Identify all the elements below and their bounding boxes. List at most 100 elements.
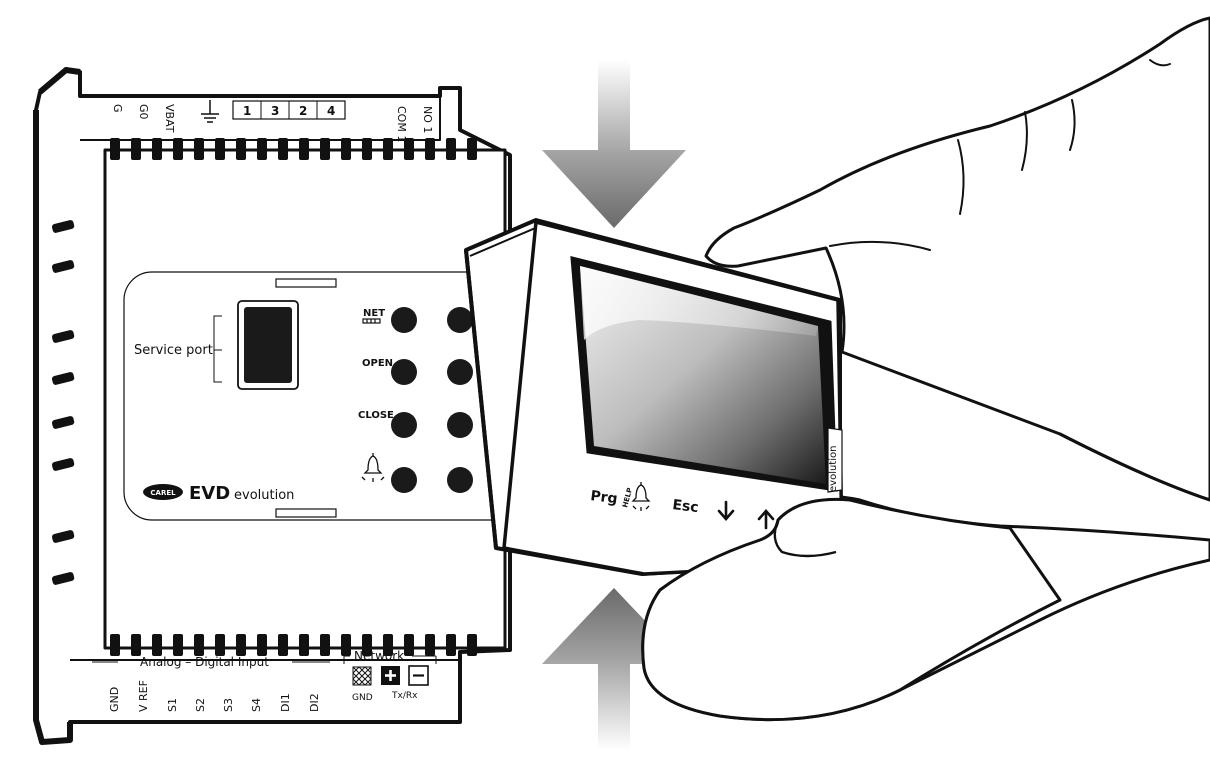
arrow-down-icon [542,60,686,228]
dip-number-2: 2 [299,104,307,118]
bottom-terminal-labels: Analog – Digital Input GND V REF S1 S2 S… [92,649,437,712]
vent-slot [236,634,246,656]
vent-slot [425,634,435,656]
vent-slot [467,138,477,160]
terminal-label-com1: COM 1 [395,106,408,142]
vent-slots-top [110,138,477,160]
vent-slot [131,138,141,160]
arrow-down-icon[interactable] [717,500,735,521]
led-label-net: NET [363,308,385,319]
vent-slot [404,138,414,160]
plus-terminal-icon [381,666,400,685]
vent-slot [446,634,456,656]
service-port[interactable] [237,300,299,390]
vent-slot [362,138,372,160]
side-slots [51,220,75,585]
vent-slot [110,138,120,160]
vent-slot [173,138,183,160]
vent-slot [320,138,330,160]
service-port-label: Service port [134,343,213,358]
display-side-text: evolution [828,446,839,492]
carel-logo: CAREL [143,484,183,500]
alarm-bell-icon[interactable] [631,482,651,511]
vent-slot [299,634,309,656]
side-slot [51,416,75,429]
vent-slot [341,634,351,656]
dip-number-4: 4 [327,104,335,118]
thumb-illustration [641,497,1062,722]
led-label-open: OPEN [362,358,393,369]
terminal-label-g: G [111,104,124,113]
led-alarm [391,467,417,493]
vent-slot [257,138,267,160]
vent-slot [299,138,309,160]
alarm-bell-icon [361,453,385,482]
vent-slot [425,138,435,160]
terminal-label-s3: S3 [222,698,235,712]
arrow-up-icon[interactable] [757,509,775,530]
analog-digital-title: Analog – Digital Input [140,655,269,669]
vent-slot [131,634,141,656]
vent-slot [467,634,477,656]
side-slot [51,260,75,273]
vent-slot [215,634,225,656]
led-close-2 [447,412,473,438]
network-gnd-icon [352,666,372,686]
vent-slot [194,138,204,160]
ground-icon [201,100,219,123]
status-leds [391,307,473,493]
vent-slot [257,634,267,656]
vent-slot [110,634,120,656]
network-icon [362,318,381,324]
dip-number-1: 1 [243,104,251,118]
terminal-label-vref: V REF [137,680,150,712]
terminal-label-vbat: VBAT [163,104,176,133]
top-terminal-labels: G G0 VBAT 1 3 2 4 COM 1 NO 1 [111,100,434,142]
front-panel: Service port NET OPEN CLOSE [123,271,525,521]
product-suffix: evolution [234,488,294,503]
vent-slots-bottom [110,634,477,656]
vent-slot [320,634,330,656]
terminal-label-s2: S2 [194,698,207,712]
led-close [391,412,417,438]
led-open-2 [447,359,473,385]
vent-slot [341,138,351,160]
vent-slot [383,138,393,160]
led-open [391,359,417,385]
network-title: Network [354,649,404,663]
vent-slot [194,634,204,656]
side-slot [51,330,75,343]
carel-logo-text: CAREL [150,489,176,497]
led-net [391,307,417,333]
vent-slot [404,634,414,656]
vent-slot [383,634,393,656]
terminal-label-gnd: GND [108,687,121,712]
network-label-gnd: GND [352,693,373,703]
terminal-label-di1: DI1 [279,693,292,712]
side-slot [51,372,75,385]
vent-slot [278,634,288,656]
terminal-label-g0: G0 [137,104,150,120]
led-net-2 [447,307,473,333]
side-slot [51,530,75,543]
vent-slot [173,634,183,656]
terminal-label-s4: S4 [250,698,263,712]
key-prg[interactable]: Prg [590,488,619,507]
dip-number-3: 3 [271,104,279,118]
key-esc[interactable]: Esc [672,497,700,516]
dip-switch-block: 1 3 2 4 [232,100,346,120]
vent-slot [152,138,162,160]
side-slot [51,458,75,471]
display-unit[interactable]: evolution Prg HELP Esc [464,218,844,576]
minus-terminal-icon [408,665,429,686]
product-name: EVD [189,483,230,504]
side-slot [51,220,75,233]
terminal-label-di2: DI2 [308,693,321,712]
vent-slot [278,138,288,160]
terminal-label-no1: NO 1 [421,106,434,133]
vent-slot [215,138,225,160]
network-label-txrx: Tx/Rx [391,691,418,701]
led-label-close: CLOSE [358,410,394,421]
